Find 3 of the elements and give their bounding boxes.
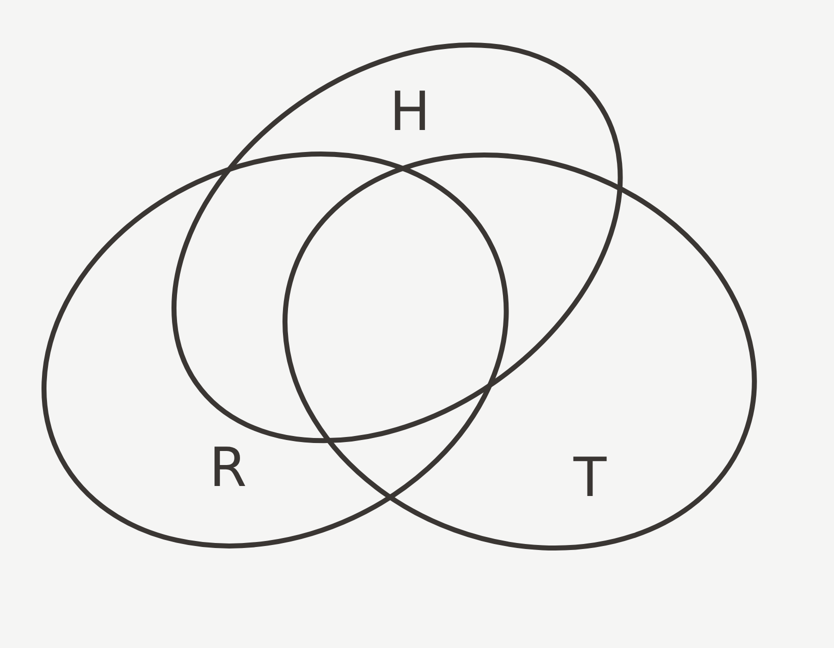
set-label: H bbox=[390, 84, 430, 139]
set-label: T bbox=[573, 450, 606, 505]
set-label: R bbox=[209, 440, 247, 495]
